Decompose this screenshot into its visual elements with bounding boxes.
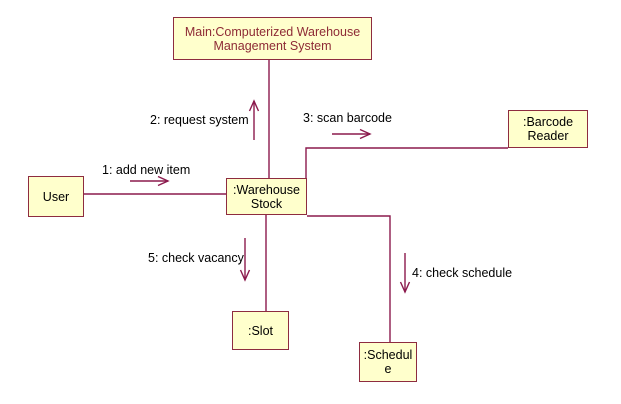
message-1-label: 1: add new item xyxy=(102,163,191,177)
object-box-user: User xyxy=(28,176,84,217)
message-2-label: 2: request system xyxy=(150,113,249,127)
object-label: Management System xyxy=(213,38,332,53)
object-label: :Slot xyxy=(247,323,273,338)
object-label: User xyxy=(42,189,70,204)
object-box-main-system: Main:Computerized Warehouse Management S… xyxy=(173,17,372,60)
object-box-slot: :Slot xyxy=(232,311,289,350)
message-1-arrow xyxy=(130,175,170,187)
message-4-arrow xyxy=(399,253,411,294)
message-3-arrow xyxy=(332,128,372,140)
object-box-barcode-reader: :Barcode Reader xyxy=(508,110,588,148)
object-box-schedule: :Schedul e xyxy=(359,342,417,382)
object-label: :Warehouse xyxy=(233,182,300,197)
message-2-arrow xyxy=(248,99,260,140)
object-label: Reader xyxy=(527,129,569,143)
message-3-label: 3: scan barcode xyxy=(303,111,392,125)
object-label: Stock xyxy=(250,196,283,211)
object-box-warehouse-stock: :Warehouse Stock xyxy=(226,178,307,215)
link-warehouse-barcode xyxy=(305,147,508,178)
object-label: :Barcode xyxy=(522,115,574,129)
message-5-arrow xyxy=(239,238,251,282)
object-label: Main:Computerized Warehouse xyxy=(184,24,361,39)
message-4-label: 4: check schedule xyxy=(412,266,513,280)
object-label: :Schedul xyxy=(363,348,413,362)
message-5-label: 5: check vacancy xyxy=(148,251,244,265)
link-warehouse-schedule xyxy=(307,215,391,342)
object-label: e xyxy=(384,362,392,376)
